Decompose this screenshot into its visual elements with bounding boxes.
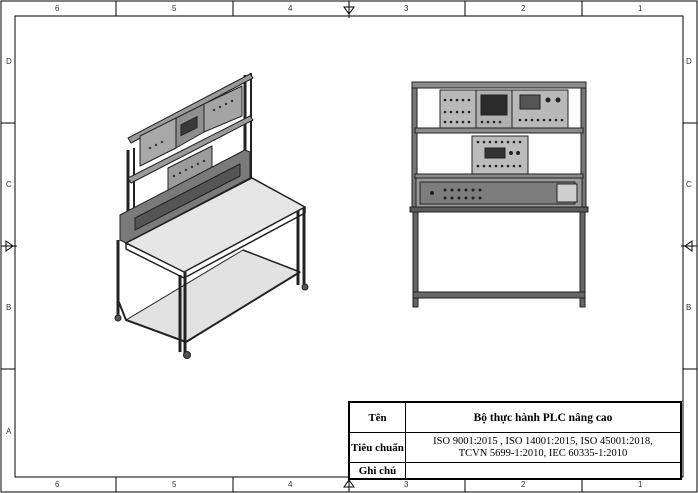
note-value [405,462,681,479]
zone-col-4-top: 4 [288,4,293,13]
zone-col-2-top: 2 [521,4,526,13]
zone-col-3-top: 3 [404,4,409,13]
name-label: Tên [349,402,406,433]
zone-row-c-left: C [6,180,12,189]
zone-col-1-top: 1 [638,4,643,13]
note-label: Ghi chú [349,462,406,479]
zone-col-5-top: 5 [172,4,177,13]
zone-row-d-right: D [686,57,692,66]
zone-col-6-bottom: 6 [55,480,60,489]
zone-row-b-right: B [686,303,692,312]
standard-line-1: ISO 9001:2015 , ISO 14001:2015, ISO 4500… [433,435,653,447]
zone-row-c-right: C [686,180,692,189]
zone-col-3-bottom: 3 [404,480,409,489]
zone-col-4-bottom: 4 [288,480,293,489]
standard-value: ISO 9001:2015 , ISO 14001:2015, ISO 4500… [405,432,681,463]
standard-line-2: TCVN 5699-1:2010, IEC 60335-1:2010 [458,447,628,459]
zone-col-2-bottom: 2 [521,480,526,489]
zone-col-5-bottom: 5 [172,480,177,489]
zone-col-1-bottom: 1 [638,480,643,489]
title-block: Tên Bộ thực hành PLC nâng cao Tiêu chuẩn… [348,401,682,480]
isometric-view [114,73,309,359]
zone-row-d-left: D [6,57,12,66]
front-view [409,81,589,308]
zone-col-6-top: 6 [55,4,60,13]
standard-label: Tiêu chuẩn [349,432,406,463]
name-value: Bộ thực hành PLC nâng cao [405,402,681,433]
zone-row-b-left: B [6,303,12,312]
zone-row-a-left: A [6,427,12,436]
